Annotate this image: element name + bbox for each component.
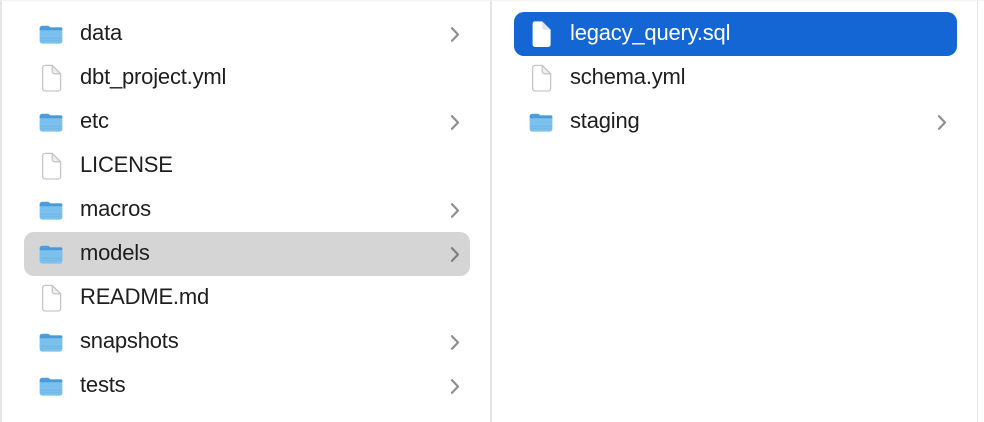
file-row-data[interactable]: data bbox=[24, 12, 470, 56]
file-column-models-contents: legacy_query.sql schema.yml staging bbox=[492, 1, 977, 422]
file-name: README.md bbox=[80, 284, 209, 309]
folder-icon bbox=[38, 112, 64, 133]
column-divider[interactable] bbox=[977, 1, 978, 422]
file-name: etc bbox=[80, 108, 109, 133]
file-name: staging bbox=[570, 108, 640, 133]
file-row-license[interactable]: LICENSE bbox=[24, 144, 470, 188]
folder-icon bbox=[528, 112, 554, 133]
chevron-right-icon bbox=[450, 334, 460, 351]
file-row-schema-yml[interactable]: schema.yml bbox=[514, 56, 957, 100]
file-icon bbox=[38, 64, 64, 92]
folder-icon bbox=[38, 376, 64, 397]
file-name: macros bbox=[80, 196, 151, 221]
file-name: LICENSE bbox=[80, 152, 173, 177]
file-row-tests[interactable]: tests bbox=[24, 364, 470, 408]
file-row-readme-md[interactable]: README.md bbox=[24, 276, 470, 320]
file-row-legacy-query-sql[interactable]: legacy_query.sql bbox=[514, 12, 957, 56]
folder-icon bbox=[38, 24, 64, 45]
file-column-next-empty bbox=[978, 1, 984, 422]
file-name: dbt_project.yml bbox=[80, 64, 227, 89]
chevron-right-icon bbox=[450, 378, 460, 395]
folder-icon bbox=[38, 244, 64, 265]
chevron-right-icon bbox=[450, 26, 460, 43]
file-row-models[interactable]: models bbox=[24, 232, 470, 276]
file-name: tests bbox=[80, 372, 126, 397]
file-name: models bbox=[80, 240, 150, 265]
chevron-right-icon bbox=[937, 114, 947, 131]
file-icon bbox=[38, 152, 64, 180]
file-row-macros[interactable]: macros bbox=[24, 188, 470, 232]
file-icon bbox=[528, 20, 554, 48]
file-row-dbt-project-yml[interactable]: dbt_project.yml bbox=[24, 56, 470, 100]
file-name: data bbox=[80, 20, 123, 45]
folder-icon bbox=[38, 332, 64, 353]
file-name: legacy_query.sql bbox=[570, 20, 731, 45]
chevron-right-icon bbox=[450, 114, 460, 131]
chevron-right-icon bbox=[450, 246, 460, 263]
file-row-snapshots[interactable]: snapshots bbox=[24, 320, 470, 364]
file-name: snapshots bbox=[80, 328, 179, 353]
folder-icon bbox=[38, 200, 64, 221]
file-column-parent: data dbt_project.yml etc LICENSE bbox=[2, 1, 490, 422]
file-icon bbox=[528, 64, 554, 92]
file-icon bbox=[38, 284, 64, 312]
column-divider[interactable] bbox=[490, 1, 492, 422]
file-row-etc[interactable]: etc bbox=[24, 100, 470, 144]
file-name: schema.yml bbox=[570, 64, 686, 89]
chevron-right-icon bbox=[450, 202, 460, 219]
file-row-staging[interactable]: staging bbox=[514, 100, 957, 144]
